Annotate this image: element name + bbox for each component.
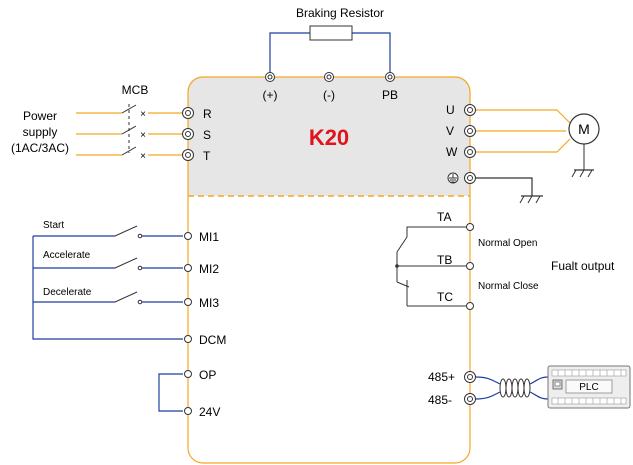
decelerate-switch [114,291,138,303]
terminal-tb-label: TB [437,253,452,267]
relay-output: TA TB TC Normal Open Normal Close Fualt … [395,210,615,310]
terminal-op [184,370,192,378]
terminal-485minus [464,393,476,405]
op-24v-jumper [158,373,183,412]
braking-resistor-label: Braking Resistor [296,6,384,20]
terminal-485plus [464,371,476,383]
plc-device: PLC [547,365,631,409]
svg-text:×: × [140,151,146,162]
terminal-485minus-label: 485- [428,393,452,407]
power-supply-line2: supply [23,125,58,139]
normal-open-label: Normal Open [478,238,537,249]
decelerate-label: Decelerate [43,287,92,298]
terminal-pb-label: PB [382,88,398,102]
earth-terminal [447,172,543,204]
normal-close-label: Normal Close [478,281,539,292]
terminal-t-label: T [203,149,211,163]
terminal-s-label: S [203,128,211,142]
power-input: Power supply (1AC/3AC) MCB × × × R S T [11,83,212,163]
terminal-u [464,104,476,116]
terminal-v [464,125,476,137]
terminal-mi3 [184,298,192,306]
terminal-pb [385,72,395,82]
terminal-24v [184,407,192,415]
terminal-tb [466,262,474,270]
power-supply-line1: Power [23,109,57,123]
plc-label: PLC [579,382,598,393]
terminal-plus [265,72,275,82]
rs485-link: 485+ 485- [428,365,631,409]
braking-resistor-wire [269,32,310,73]
terminal-v-label: V [446,124,454,138]
svg-text:×: × [140,109,146,120]
terminal-minus-label: (-) [323,88,335,102]
terminal-s [182,128,194,140]
terminal-mi2 [184,264,192,272]
dc-terminals: (+) (-) PB [263,72,398,102]
resistor-symbol [309,25,353,41]
terminal-w-label: W [446,145,458,159]
motor-label: M [578,121,590,137]
terminal-tc-label: TC [437,290,453,304]
power-supply-line3: (1AC/3AC) [11,141,69,155]
start-switch [114,225,138,237]
fault-output-label: Fualt output [551,259,615,273]
terminal-u-label: U [446,103,455,117]
terminal-w [464,146,476,158]
braking-resistor: Braking Resistor [269,6,391,73]
terminal-tc [466,302,474,310]
terminal-ta [466,223,474,231]
common-bus [32,236,183,340]
terminal-minus [324,72,334,82]
terminal-t [182,149,194,161]
terminal-485plus-label: 485+ [428,370,455,384]
terminal-op-label: OP [199,368,216,382]
accelerate-label: Accelerate [43,250,91,261]
terminal-mi2-label: MI2 [199,262,219,276]
terminal-plus-label: (+) [263,88,278,102]
terminal-ta-label: TA [437,210,451,224]
model-name: K20 [309,125,349,150]
terminal-pe [464,172,476,184]
motor-output: U V W M [446,103,600,178]
digital-inputs: Start Accelerate Decelerate MI1 MI2 MI3 … [32,220,226,419]
start-label: Start [43,220,64,231]
terminal-24v-label: 24V [199,405,220,419]
terminal-r-label: R [203,107,212,121]
terminal-mi1 [184,232,192,240]
terminal-mi1-label: MI1 [199,230,219,244]
mcb-label: MCB [122,83,149,97]
terminal-dcm [184,335,192,343]
twisted-pair-cable [499,378,531,398]
braking-resistor-wire-right [352,32,391,73]
terminal-mi3-label: MI3 [199,296,219,310]
drive-top-panel [188,77,470,196]
terminal-dcm-label: DCM [199,333,226,347]
accelerate-switch [114,257,138,269]
svg-text:×: × [140,130,146,141]
relay-no-contact [396,236,408,253]
terminal-r [182,107,194,119]
